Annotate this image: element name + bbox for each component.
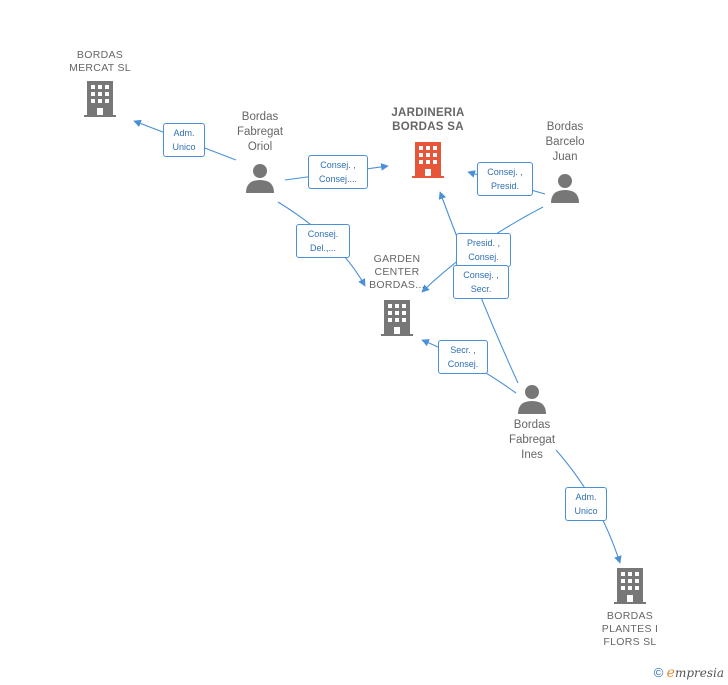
edge-label-ines-garden-1[interactable]: Consej. , Secr. xyxy=(453,265,509,299)
edge-label-oriol-jardineria[interactable]: Consej. , Consej.... xyxy=(308,155,368,189)
node-label: BORDAS PLANTES I FLORS SL xyxy=(601,610,659,648)
building-icon xyxy=(84,81,116,117)
node-bordas-plantes[interactable]: BORDAS PLANTES I FLORS SL xyxy=(585,568,675,649)
node-jardineria-bordas[interactable]: JARDINERIA BORDAS SA xyxy=(376,106,480,178)
brand-footer: © empresia xyxy=(654,665,724,681)
node-barcelo-juan[interactable]: Bordas Barcelo Juan xyxy=(525,120,605,203)
edge-label-oriol-mercat[interactable]: Adm. Unico xyxy=(163,123,205,157)
node-label: JARDINERIA BORDAS SA xyxy=(391,107,465,133)
node-fabregat-oriol[interactable]: Bordas Fabregat Oriol xyxy=(220,110,300,193)
node-garden-center[interactable]: GARDEN CENTER BORDAS... xyxy=(352,253,442,336)
node-fabregat-ines[interactable]: Bordas Fabregat Ines xyxy=(492,384,572,463)
building-icon xyxy=(614,568,646,604)
brand-logo-text: mpresia xyxy=(674,666,724,680)
building-icon xyxy=(412,142,444,178)
person-icon xyxy=(551,174,579,203)
edge-label-ines-garden-2[interactable]: Secr. , Consej. xyxy=(438,340,488,374)
copyright-symbol: © xyxy=(653,665,664,680)
node-label: Bordas Fabregat Ines xyxy=(508,419,556,461)
node-label: BORDAS MERCAT SL xyxy=(69,49,131,74)
node-label: Bordas Barcelo Juan xyxy=(545,121,585,163)
person-icon xyxy=(246,164,274,193)
edge-label-juan-jardineria[interactable]: Consej. , Presid. xyxy=(477,162,533,196)
edge-label-oriol-garden[interactable]: Consej. Del.,... xyxy=(296,224,350,258)
node-bordas-mercat[interactable]: BORDAS MERCAT SL xyxy=(55,49,145,117)
building-icon xyxy=(381,300,413,336)
node-label: GARDEN CENTER BORDAS... xyxy=(369,253,425,291)
edge-label-juan-garden[interactable]: Presid. , Consej. xyxy=(456,233,511,267)
person-icon xyxy=(518,385,546,414)
node-label: Bordas Fabregat Oriol xyxy=(236,111,284,153)
edge-label-ines-plantes[interactable]: Adm. Unico xyxy=(565,487,607,521)
brand-logo-initial: e xyxy=(666,665,675,681)
